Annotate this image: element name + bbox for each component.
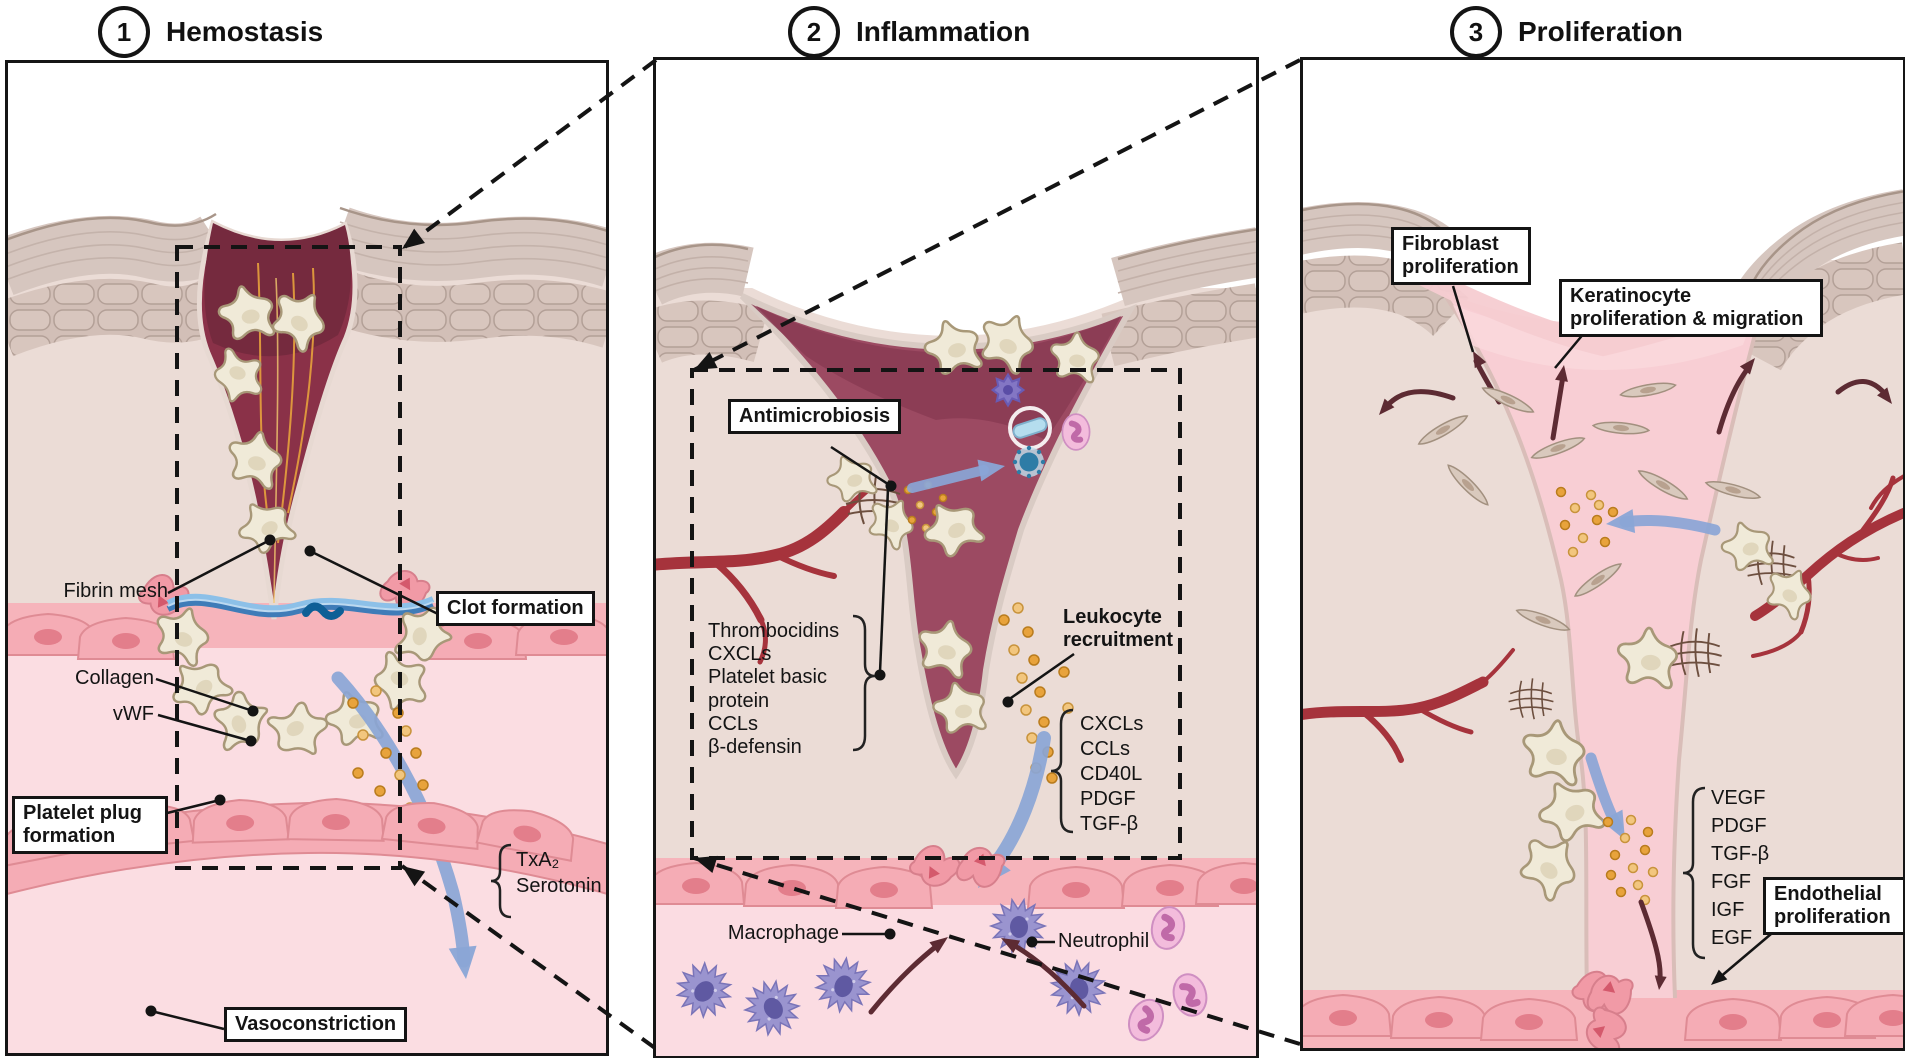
growth-factor-brace <box>1682 786 1706 960</box>
panel-title-hemostasis: Hemostasis <box>166 16 324 47</box>
header-hemostasis: 1 Hemostasis <box>98 6 323 58</box>
mediator-item: β-defensin <box>708 735 802 758</box>
step-number-3: 3 <box>1450 6 1502 58</box>
sprout-arrow <box>1638 899 1663 981</box>
factor-item: TGF-β <box>1080 813 1139 835</box>
clot-formation-label: Clot formation <box>436 591 595 627</box>
proliferation-illustration <box>1303 189 1903 1048</box>
platelet-mediator-list: Thrombocidins CXCLs Platelet basic prote… <box>708 620 860 759</box>
growth-factor-item: EGF <box>1711 927 1753 949</box>
keratinocyte-label: Keratinocyte proliferation & migration <box>1559 279 1823 338</box>
mediator-item: Platelet basic protein <box>708 666 827 712</box>
fibroblast-proliferation-label: Fibroblast proliferation <box>1391 227 1531 286</box>
sprout-arrowhead <box>1654 975 1667 990</box>
lower-growth-factor-dots <box>1602 814 1659 906</box>
pointer-lines <box>1451 285 1772 985</box>
collagen-label: Collagen <box>75 667 154 689</box>
epidermis-right <box>330 206 606 348</box>
growth-factor-item: PDGF <box>1711 815 1767 837</box>
growth-factor-item: FGF <box>1711 871 1751 893</box>
hemostasis-illustration <box>8 206 606 1053</box>
mediator-item: CXCLs <box>708 643 772 666</box>
endothelial-proliferation-label: Endothelial proliferation <box>1763 877 1903 936</box>
growth-factor-item: TGF-β <box>1711 843 1770 865</box>
growth-factor-item: VEGF <box>1711 787 1766 809</box>
panel-title-proliferation: Proliferation <box>1518 16 1683 47</box>
panel-proliferation: Fibroblast proliferation Keratinocyte pr… <box>1300 57 1905 1051</box>
step-number-1: 1 <box>98 6 150 58</box>
fibrin-mesh-label: Fibrin mesh <box>63 580 168 602</box>
growth-factor-list: VEGF PDGF TGF-β FGF IGF EGF <box>1711 784 1769 952</box>
mediator-item: CCLs <box>708 712 759 735</box>
left-vessel <box>1303 648 1515 763</box>
factor-item: CCLs <box>1080 738 1131 760</box>
inflammation-illustration <box>656 227 1256 1056</box>
vasoconstriction-label: Vasoconstriction <box>224 1007 408 1043</box>
lower-signal-arrow <box>1585 752 1625 840</box>
leukocyte-icon <box>1062 414 1089 450</box>
step-number-2: 2 <box>788 6 840 58</box>
header-inflammation: 2 Inflammation <box>788 6 1030 58</box>
macrophage-label: Macrophage <box>727 922 839 944</box>
header-proliferation: 3 Proliferation <box>1450 6 1683 58</box>
leukocyte-recruitment-label: Leukocyte recruitment <box>1063 606 1174 652</box>
serotonin-label: Serotonin <box>516 875 602 897</box>
epidermis-left <box>8 212 232 357</box>
panel-inflammation: Antimicrobiosis Thrombocidins CXCLs Plat… <box>653 57 1259 1058</box>
keratinocyte-arrows <box>1379 351 1892 441</box>
factor-item: PDGF <box>1080 788 1136 810</box>
factor-item: CD40L <box>1080 763 1143 785</box>
panel-hemostasis: Fibrin mesh Clot formation Collagen vWF … <box>5 60 609 1056</box>
growth-factor-item: IGF <box>1711 899 1745 921</box>
factor-item: CXCLs <box>1080 713 1144 735</box>
upper-growth-factor-dots <box>1555 486 1619 558</box>
antimicrobiosis-label: Antimicrobiosis <box>728 399 902 435</box>
neutrophil-label: Neutrophil <box>1058 930 1150 952</box>
recruitment-factor-list: CXCLs CCLs CD40L PDGF TGF-β <box>1080 712 1143 837</box>
txa2-label: TxA₂ <box>516 849 560 871</box>
upper-signal-arrow <box>1606 509 1721 536</box>
panel-title-inflammation: Inflammation <box>856 16 1031 47</box>
vwf-label: vWF <box>112 703 154 725</box>
mediator-item: Thrombocidins <box>708 620 840 642</box>
platelet-plug-label: Platelet plug formation <box>12 796 168 855</box>
